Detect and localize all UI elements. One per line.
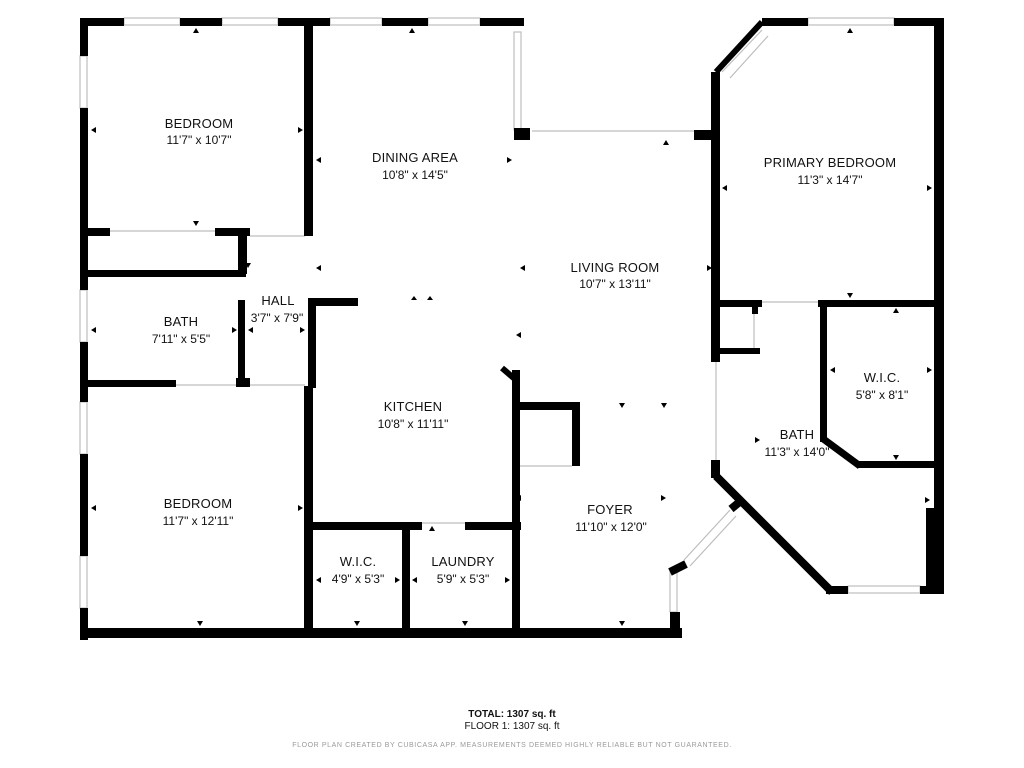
room-dims-wic-left: 4'9" x 5'3": [331, 572, 385, 586]
room-name-laundry: LAUNDRY: [431, 554, 495, 569]
room-name-living: LIVING ROOM: [570, 260, 660, 275]
room-name-wic-right: W.I.C.: [863, 370, 901, 385]
room-name-bath-right: BATH: [779, 427, 815, 442]
walls: [80, 18, 944, 640]
room-dims-bedroom-bottom: 11'7" x 12'11": [162, 514, 234, 528]
room-name-foyer: FOYER: [587, 502, 633, 517]
room-dims-bath-right: 11'3" x 14'0": [764, 445, 830, 459]
disclaimer: FLOOR PLAN CREATED BY CUBICASA APP. MEAS…: [292, 742, 732, 749]
room-dims-bedroom-top: 11'7" x 10'7": [166, 133, 232, 147]
room-dims-bath-left: 7'11" x 5'5": [151, 332, 211, 346]
room-dims-primary-bedroom: 11'3" x 14'7": [797, 173, 863, 187]
room-dims-wic-right: 5'8" x 8'1": [855, 388, 909, 402]
room-dims-dining: 10'8" x 14'5": [382, 168, 448, 182]
room-name-hall: HALL: [261, 293, 295, 308]
room-name-bath-left: BATH: [163, 314, 199, 329]
room-dims-kitchen: 10'8" x 11'11": [377, 417, 449, 431]
room-name-kitchen: KITCHEN: [383, 399, 443, 414]
room-dims-living: 10'7" x 13'11": [579, 277, 651, 291]
room-name-wic-left: W.I.C.: [339, 554, 377, 569]
floor-area: FLOOR 1: 1307 sq. ft: [464, 721, 560, 732]
room-dims-foyer: 11'10" x 12'0": [575, 520, 647, 534]
room-name-primary-bedroom: PRIMARY BEDROOM: [763, 155, 897, 170]
room-name-dining: DINING AREA: [372, 150, 458, 165]
total-area: TOTAL: 1307 sq. ft: [468, 709, 556, 720]
room-name-bedroom-bottom: BEDROOM: [163, 496, 233, 511]
room-dims-laundry: 5'9" x 5'3": [436, 572, 490, 586]
room-dims-hall: 3'7" x 7'9": [250, 311, 304, 325]
dimension-markers: [91, 28, 932, 626]
room-name-bedroom-top: BEDROOM: [164, 116, 234, 131]
